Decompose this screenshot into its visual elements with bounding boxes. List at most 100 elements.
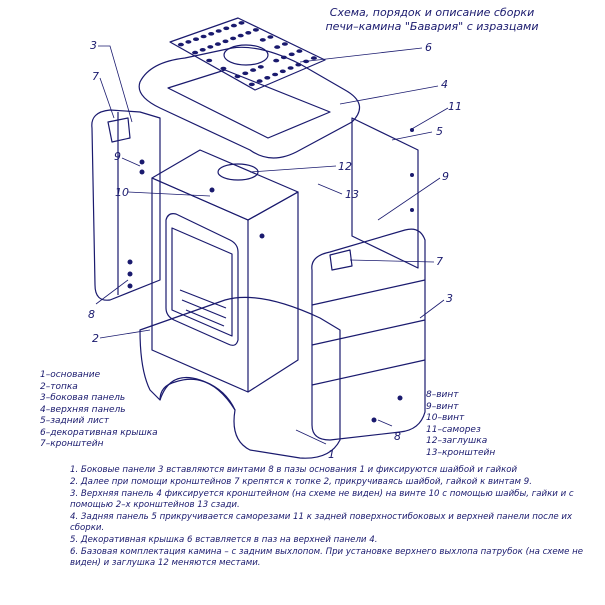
cover-hole <box>280 55 287 60</box>
title-line-1: Схема, порядок и описание сборки <box>329 6 535 19</box>
legend-item: 7–кронштейн <box>40 439 104 449</box>
cover-hole <box>242 71 249 76</box>
cover-hole <box>295 62 302 67</box>
callout-3-right: 3 <box>446 292 453 305</box>
right-side-panel-outline <box>311 228 426 441</box>
legend-item: 5–задний лист <box>40 416 109 426</box>
cover-hole <box>264 76 271 80</box>
cover-hole <box>267 35 274 39</box>
cover-hole <box>223 26 230 31</box>
bracket-7-left <box>107 117 131 143</box>
note-item: 2. Далее при помощи кронштейнов 7 крепят… <box>70 477 532 487</box>
cover-hole <box>273 58 280 63</box>
cover-hole <box>250 68 257 72</box>
cover-hole <box>214 42 221 46</box>
callout-8-left: 8 <box>88 308 95 321</box>
title-line-2: печи–камина "Бавария" с изразцами <box>325 20 539 33</box>
assembly-notes: 1. Боковые панели 3 вставляются винтами … <box>70 465 585 570</box>
cover-hole <box>238 21 245 25</box>
cover-hole <box>248 82 255 87</box>
back-panel-outline <box>351 117 419 269</box>
cover-hole <box>288 52 295 57</box>
cover-hole <box>193 37 199 41</box>
legend-item: 10–винт <box>426 413 465 423</box>
legend-item: 2–топка <box>40 381 78 392</box>
callout-1: 1 <box>328 448 335 461</box>
left-side-panel-outline <box>91 109 161 301</box>
cover-hole <box>303 59 310 64</box>
decorative-cover-outline <box>169 17 326 91</box>
cover-hole <box>279 69 286 74</box>
callout-8-bottom: 8 <box>394 430 401 443</box>
cover-hole <box>245 31 252 35</box>
cover-hole <box>281 42 288 46</box>
cover-hole <box>177 42 184 47</box>
cover-hole <box>310 56 317 60</box>
cover-opening <box>223 44 269 66</box>
callout-2: 2 <box>92 332 99 345</box>
callout-12: 12 <box>338 160 352 173</box>
callout-4: 4 <box>441 78 448 91</box>
cover-perforations <box>177 21 317 87</box>
firebox-top <box>151 149 299 221</box>
cover-hole <box>206 58 213 63</box>
note-item: 5. Декоративная крышка 6 вставляется в п… <box>70 535 378 545</box>
cover-hole <box>237 33 244 38</box>
cover-hole <box>200 34 207 39</box>
note-item: 6. Базовая комплектация камина – с задни… <box>70 547 584 568</box>
legend-item: 3–боковая панель <box>40 393 126 403</box>
callout-13: 13 <box>345 188 359 201</box>
leader-lines <box>95 45 449 445</box>
legend-fasteners: 8–винт 9–винт 10–винт 11–саморез 12–загл… <box>426 390 495 459</box>
flue-cap-12 <box>217 163 259 181</box>
cover-hole <box>257 65 264 69</box>
callout-11: 11 <box>448 100 462 113</box>
cover-hole <box>252 28 259 32</box>
bracket-7-right <box>329 249 353 271</box>
cover-hole <box>272 72 279 77</box>
cover-hole <box>230 23 237 28</box>
cover-hole <box>296 49 303 53</box>
callout-3-top: 3 <box>90 39 97 52</box>
legend-item: 12–заглушка <box>426 436 488 446</box>
note-item: 4. Задняя панель 5 прикручивается саморе… <box>70 512 573 533</box>
cover-hole <box>256 79 263 83</box>
cover-hole <box>287 66 294 70</box>
legend-item: 4–верхняя панель <box>40 404 126 415</box>
cover-hole <box>234 74 241 79</box>
cover-hole <box>215 29 222 33</box>
top-panel-outline <box>138 46 361 159</box>
cover-hole <box>230 36 237 41</box>
cover-hole <box>259 38 266 42</box>
callout-6: 6 <box>425 41 432 54</box>
diagram-title: Схема, порядок и описание сборки печи–ка… <box>282 6 582 34</box>
cover-hole <box>222 39 229 44</box>
legend-item: 11–саморез <box>426 424 481 435</box>
cover-hole <box>220 66 227 71</box>
firebox-side <box>247 191 299 393</box>
legend-item: 13–кронштейн <box>426 447 496 458</box>
callout-5: 5 <box>436 125 443 138</box>
legend-item: 6–декоративная крышка <box>40 427 158 438</box>
note-item: 3. Верхняя панель 4 фиксируется кронштей… <box>70 489 574 510</box>
firebox-window <box>165 213 239 346</box>
base-outline <box>139 296 341 459</box>
note-item: 1. Боковые панели 3 вставляются винтами … <box>70 465 518 475</box>
callout-7-right: 7 <box>436 255 443 268</box>
callout-9-right: 9 <box>442 170 449 183</box>
callout-10: 10 <box>115 186 129 199</box>
cover-hole <box>207 45 214 49</box>
legend-item: 1–основание <box>40 370 101 380</box>
legend-item: 9–винт <box>426 401 459 412</box>
callout-7-top: 7 <box>92 70 99 83</box>
cover-hole <box>208 32 215 36</box>
legend-item: 8–винт <box>426 390 459 400</box>
cover-hole <box>192 50 199 55</box>
callout-9-left: 9 <box>114 150 121 163</box>
cover-hole <box>199 48 206 52</box>
cover-hole <box>274 45 281 49</box>
cover-hole <box>185 40 192 44</box>
legend-parts: 1–основание 2–топка 3–боковая панель 4–в… <box>40 370 158 451</box>
screws <box>127 128 414 423</box>
